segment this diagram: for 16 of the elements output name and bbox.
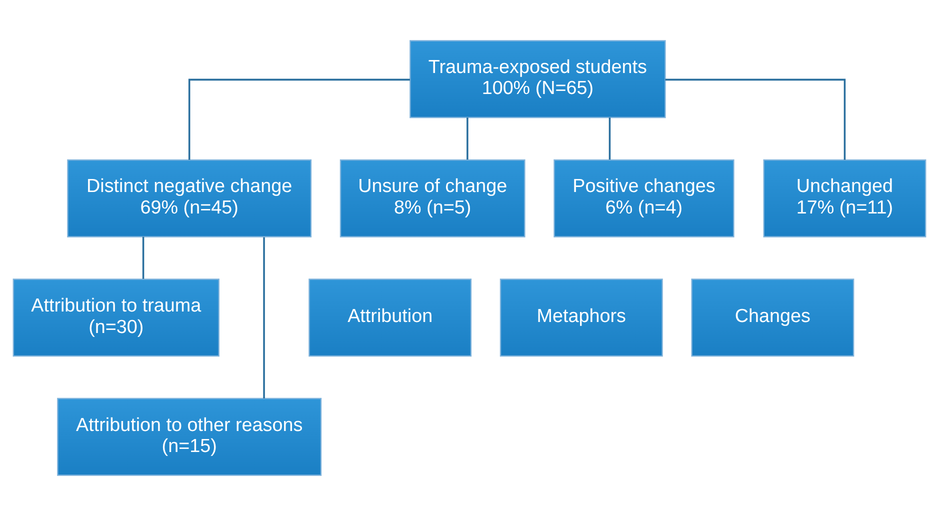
node-box: Attribution: [308, 278, 472, 356]
connector: [466, 117, 468, 160]
connector: [142, 236, 144, 278]
connector: [665, 78, 846, 160]
node-box: Attribution to trauma (n=30): [12, 278, 220, 356]
node-box: Unsure of change 8% (n=5): [340, 158, 526, 237]
connector: [608, 117, 611, 160]
node-box: Unchanged 17% (n=11): [763, 158, 926, 237]
node-box: Distinct negative change 69% (n=45): [67, 158, 312, 237]
connector: [263, 236, 265, 398]
node-box: Changes: [691, 278, 854, 356]
node-box: Trauma-exposed students 100% (N=65): [410, 40, 666, 118]
node-box: Positive changes 6% (n=4): [554, 158, 734, 237]
connector: [188, 78, 410, 160]
node-box: Metaphors: [500, 278, 663, 356]
node-box: Attribution to other reasons (n=15): [57, 397, 322, 476]
